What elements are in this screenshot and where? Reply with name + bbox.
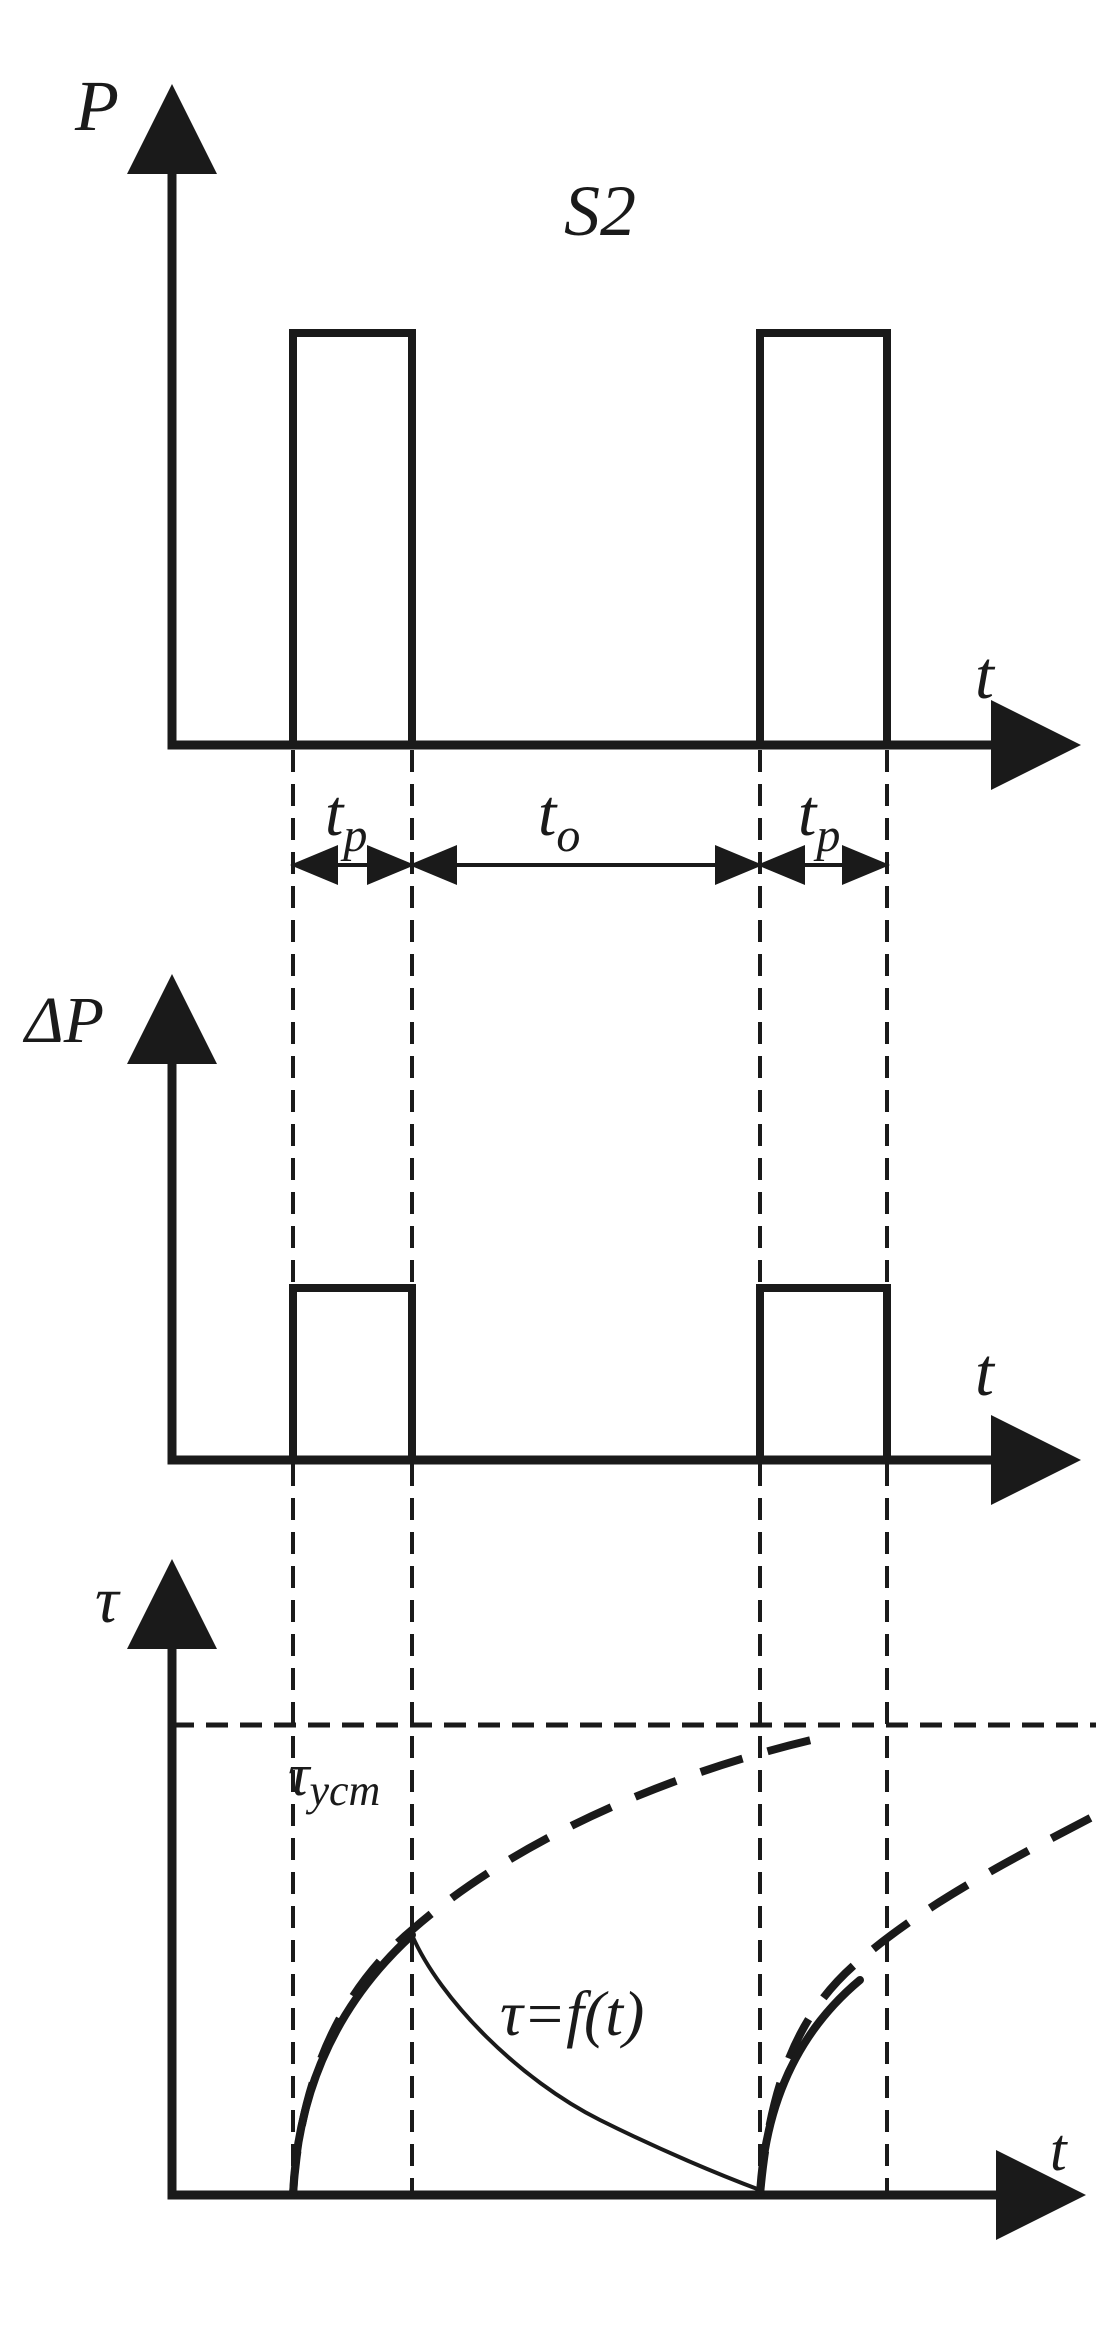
losses-x-axis-label: t — [975, 1334, 996, 1410]
power-panel: P t — [74, 66, 1081, 790]
losses-pulses — [172, 1284, 891, 1464]
temperature-x-axis-label: t — [1050, 2117, 1068, 2183]
work-interval-label-2: tp — [798, 777, 840, 862]
diagram-title: S2 — [564, 171, 636, 251]
losses-y-axis-label: ΔP — [22, 984, 104, 1057]
cooling-curve — [410, 1934, 761, 2192]
rest-interval-label: to — [538, 777, 580, 862]
losses-panel: ΔP t — [22, 974, 1081, 1505]
potential-heating-curve-2 — [756, 1811, 1096, 2196]
temperature-y-axis-label: τ — [95, 1564, 121, 1637]
temperature-panel: τ t τуст τ=f(t) — [95, 1559, 1096, 2240]
power-pulse-1 — [172, 329, 891, 749]
heating-curve-2 — [756, 1976, 864, 2199]
guide-lines — [291, 750, 889, 2195]
interval-dimensions: tp to tp — [290, 777, 890, 885]
heating-curve-1 — [289, 1931, 416, 2199]
power-x-axis-label: t — [975, 637, 996, 713]
steady-state-label: τуст — [288, 1742, 380, 1815]
work-interval-label-1: tp — [325, 777, 367, 862]
power-y-axis-label: P — [74, 66, 119, 146]
temperature-function-label: τ=f(t) — [500, 1978, 644, 2049]
